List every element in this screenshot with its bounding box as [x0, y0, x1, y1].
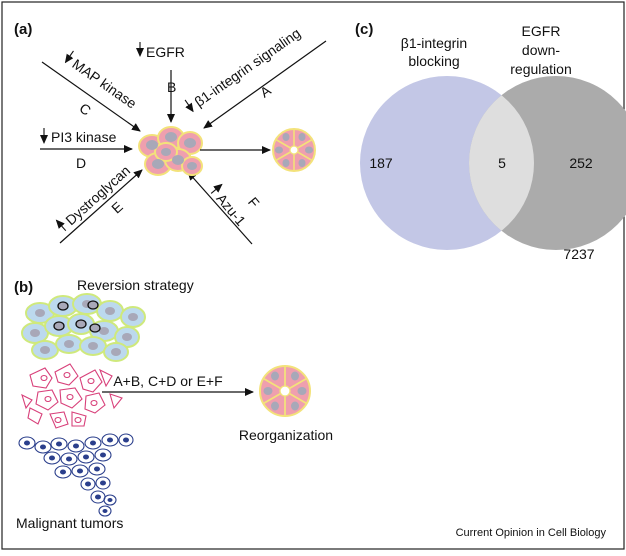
panel-a-label: (a): [14, 21, 32, 38]
up-arrow-icon: [210, 183, 223, 194]
mapk-arrow: [41, 61, 141, 132]
venn-left-title-2: blocking: [408, 53, 459, 69]
venn-right-title-2: down-: [522, 42, 560, 58]
dystro-name: Dystroglycan: [62, 162, 133, 228]
venn-overlap: [469, 76, 534, 250]
malignant-tumor-cells: [18, 433, 134, 517]
normal-cell-cluster: [21, 293, 146, 362]
venn-right-title-3: regulation: [510, 61, 572, 77]
b1-pathway: β1-integrin signaling A: [184, 25, 327, 129]
malignant-tumors-label: Malignant tumors: [16, 515, 123, 531]
egfr-letter: B: [167, 79, 176, 95]
panel-b-label: (b): [14, 279, 33, 296]
reorganization-label: Reorganization: [239, 427, 333, 443]
pi3k-letter: D: [76, 155, 86, 171]
pink-outline-cells: [21, 363, 123, 429]
down-arrow-icon: [64, 50, 74, 64]
venn-right-title-1: EGFR: [522, 23, 561, 39]
azu-pathway: Azu-1 F: [187, 171, 263, 245]
venn-overlap-count: 5: [498, 155, 506, 171]
up-arrow-icon: [55, 219, 67, 232]
venn-left-title-1: β1-integrin: [401, 35, 467, 51]
dystro-pathway: Dystroglycan E: [55, 162, 143, 244]
b1-arrow: [203, 40, 327, 129]
mapk-name: MAP kinase: [69, 56, 139, 112]
venn-right-count: 252: [569, 155, 593, 171]
venn-left-count: 187: [369, 155, 393, 171]
egfr-pathway: EGFR B: [136, 42, 185, 123]
dystro-arrow: [59, 169, 143, 244]
reversion-strategy-title: Reversion strategy: [77, 277, 194, 293]
venn-diagram: β1-integrin blocking EGFR down- regulati…: [360, 23, 626, 262]
b1-letter: A: [257, 82, 274, 101]
panel-c-label: (c): [355, 21, 373, 38]
mapk-letter: C: [76, 100, 93, 119]
pi3k-pathway: PI3 kinase D: [40, 128, 133, 171]
dystro-letter: E: [108, 198, 126, 216]
acinus-structure-b: [259, 365, 311, 417]
azu-letter: F: [245, 194, 263, 211]
mapk-pathway: MAP kinase C: [41, 50, 141, 132]
combo-label: A+B, C+D or E+F: [113, 373, 222, 389]
egfr-name: EGFR: [146, 44, 185, 60]
acinus-structure-a: [272, 128, 316, 172]
azu-arrow: [187, 171, 253, 245]
down-arrow-icon: [184, 99, 194, 113]
journal-credit: Current Opinion in Cell Biology: [456, 527, 607, 539]
disorganized-cell-cluster: [138, 126, 203, 176]
azu-name: Azu-1: [213, 190, 249, 228]
venn-total: 7237: [563, 246, 594, 262]
pi3k-name: PI3 kinase: [51, 129, 117, 145]
